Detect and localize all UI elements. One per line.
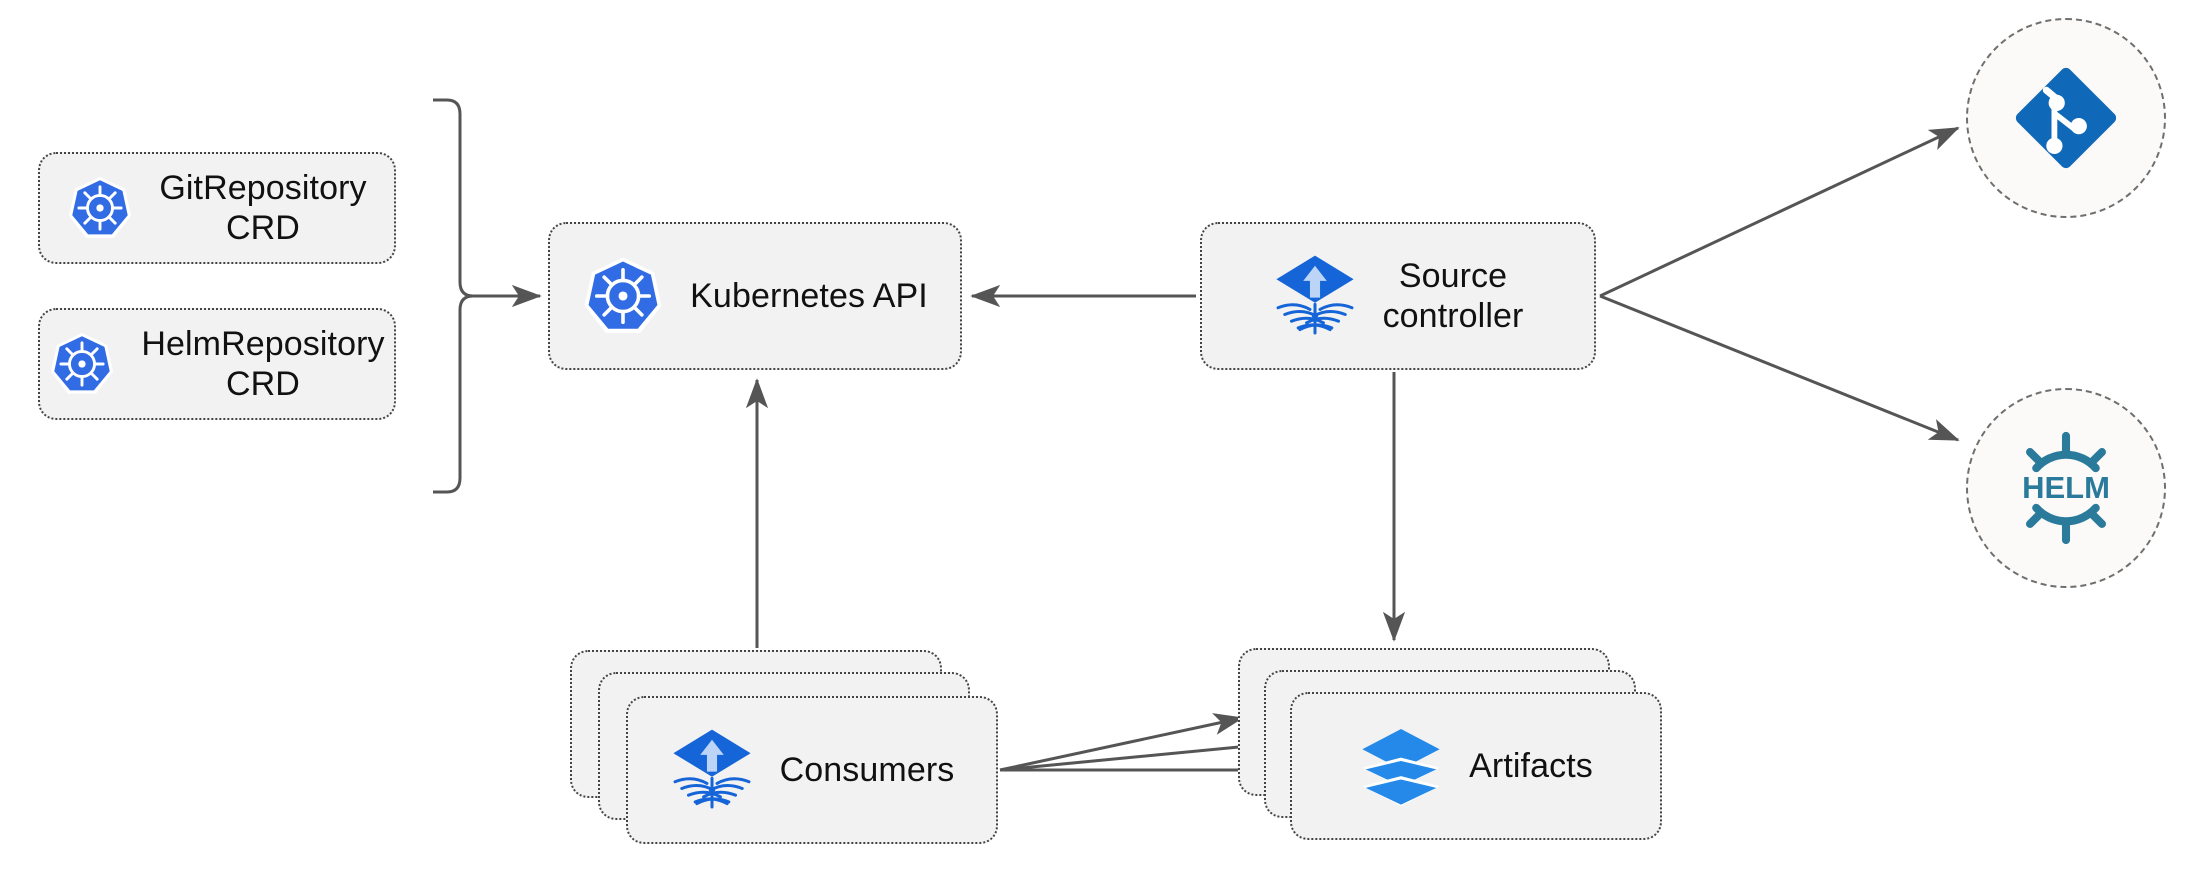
layers-icon <box>1362 729 1440 807</box>
node-consumers[interactable]: Consumers <box>626 696 998 844</box>
node-label: Source controller <box>1382 256 1524 335</box>
kubernetes-icon <box>69 176 132 238</box>
node-label: HelmRepository CRD <box>141 324 385 403</box>
helm-wordmark: HELM <box>2022 470 2110 505</box>
node-git-remote[interactable] <box>1966 18 2166 218</box>
kubernetes-icon <box>584 257 662 333</box>
node-label: GitRepository CRD <box>159 168 367 247</box>
flux-icon <box>1275 255 1354 335</box>
node-gitrepository-crd[interactable]: GitRepository CRD <box>38 152 396 264</box>
crd-group-bracket <box>433 98 474 494</box>
node-label: Kubernetes API <box>690 276 928 315</box>
edge-consumers-to-artifacts-1 <box>999 713 1244 772</box>
kubernetes-icon <box>51 332 114 394</box>
edge-source-controller-to-helm <box>1599 294 1960 442</box>
node-kubernetes-api[interactable]: Kubernetes API <box>548 222 962 370</box>
node-helm-remote[interactable]: HELM <box>1966 388 2166 588</box>
helm-icon: HELM <box>2022 431 2110 545</box>
node-helmrepository-crd[interactable]: HelmRepository CRD <box>38 308 396 420</box>
edge-consumers-to-artifacts-2 <box>999 735 1272 772</box>
edge-source-controller-to-git <box>1599 126 1960 298</box>
flux-icon <box>672 729 751 809</box>
node-label: Consumers <box>779 750 955 789</box>
node-label: Artifacts <box>1469 746 1593 785</box>
node-artifacts[interactable]: Artifacts <box>1290 692 1662 840</box>
node-source-controller[interactable]: Source controller <box>1200 222 1596 370</box>
git-icon <box>2015 67 2117 169</box>
